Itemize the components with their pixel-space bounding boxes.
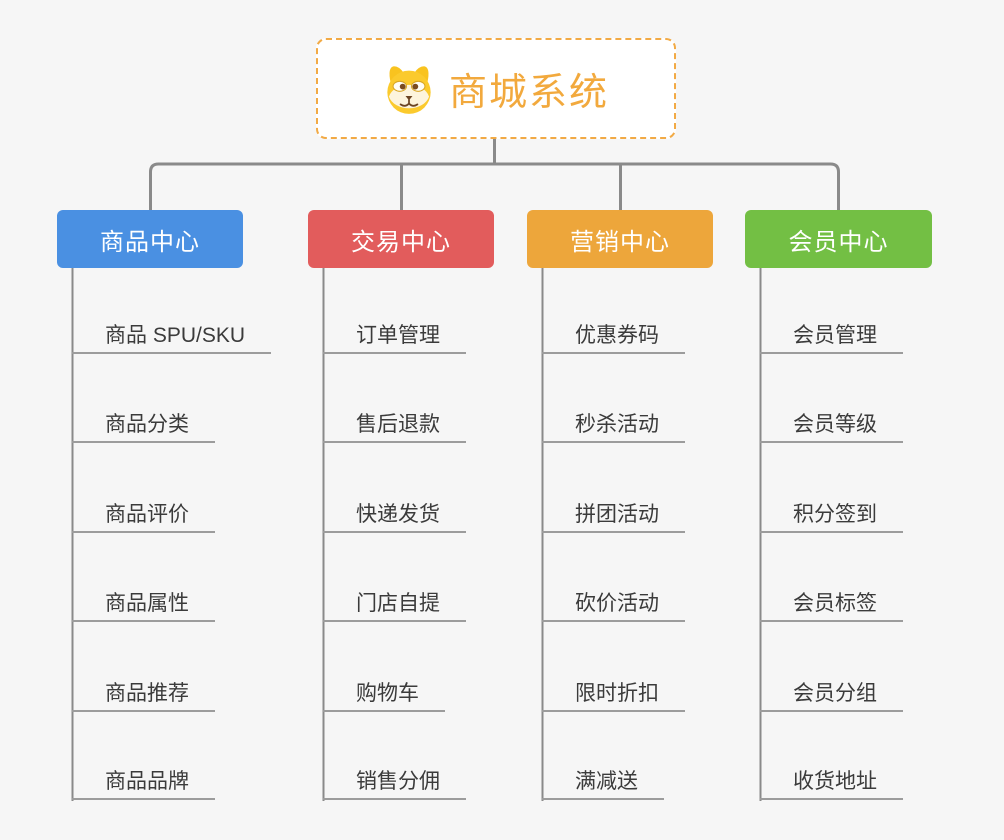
branch-header-member-center[interactable]: 会员中心 bbox=[745, 210, 932, 268]
branch-header-marketing-center[interactable]: 营销中心 bbox=[527, 210, 713, 268]
leaf-bargain-activity[interactable]: 砍价活动 bbox=[542, 588, 685, 622]
leaf-product-brand[interactable]: 商品品牌 bbox=[72, 766, 215, 800]
root-node[interactable]: 商城系统 bbox=[316, 38, 676, 139]
leaf-member-tag[interactable]: 会员标签 bbox=[760, 588, 903, 622]
leaf-member-level[interactable]: 会员等级 bbox=[760, 409, 903, 443]
leaf-product-recommend[interactable]: 商品推荐 bbox=[72, 678, 215, 712]
leaf-limited-time-discount[interactable]: 限时折扣 bbox=[542, 678, 685, 712]
leaf-sales-commission[interactable]: 销售分佣 bbox=[323, 766, 466, 800]
leaf-order-management[interactable]: 订单管理 bbox=[323, 320, 466, 354]
leaf-shopping-cart[interactable]: 购物车 bbox=[323, 678, 445, 712]
leaf-flash-sale[interactable]: 秒杀活动 bbox=[542, 409, 685, 443]
leaf-product-attribute[interactable]: 商品属性 bbox=[72, 588, 215, 622]
leaf-store-pickup[interactable]: 门店自提 bbox=[323, 588, 466, 622]
leaf-member-management[interactable]: 会员管理 bbox=[760, 320, 903, 354]
root-title: 商城系统 bbox=[448, 72, 609, 114]
leaf-full-reduction[interactable]: 满减送 bbox=[542, 766, 664, 800]
leaf-product-spu-sku[interactable]: 商品 SPU/SKU bbox=[72, 320, 272, 354]
leaf-express-delivery[interactable]: 快递发货 bbox=[323, 499, 466, 533]
leaf-product-review[interactable]: 商品评价 bbox=[72, 499, 215, 533]
leaf-shipping-address[interactable]: 收货地址 bbox=[760, 766, 903, 800]
leaf-member-group[interactable]: 会员分组 bbox=[760, 678, 903, 712]
leaf-group-buy[interactable]: 拼团活动 bbox=[542, 499, 685, 533]
branch-header-transaction-center[interactable]: 交易中心 bbox=[308, 210, 494, 268]
branch-header-product-center[interactable]: 商品中心 bbox=[57, 210, 243, 268]
leaf-aftersale-refund[interactable]: 售后退款 bbox=[323, 409, 466, 443]
leaf-coupon-code[interactable]: 优惠券码 bbox=[542, 320, 685, 354]
leaf-points-checkin[interactable]: 积分签到 bbox=[760, 499, 903, 533]
doge-face-icon bbox=[383, 63, 435, 115]
leaf-product-category[interactable]: 商品分类 bbox=[72, 409, 215, 443]
